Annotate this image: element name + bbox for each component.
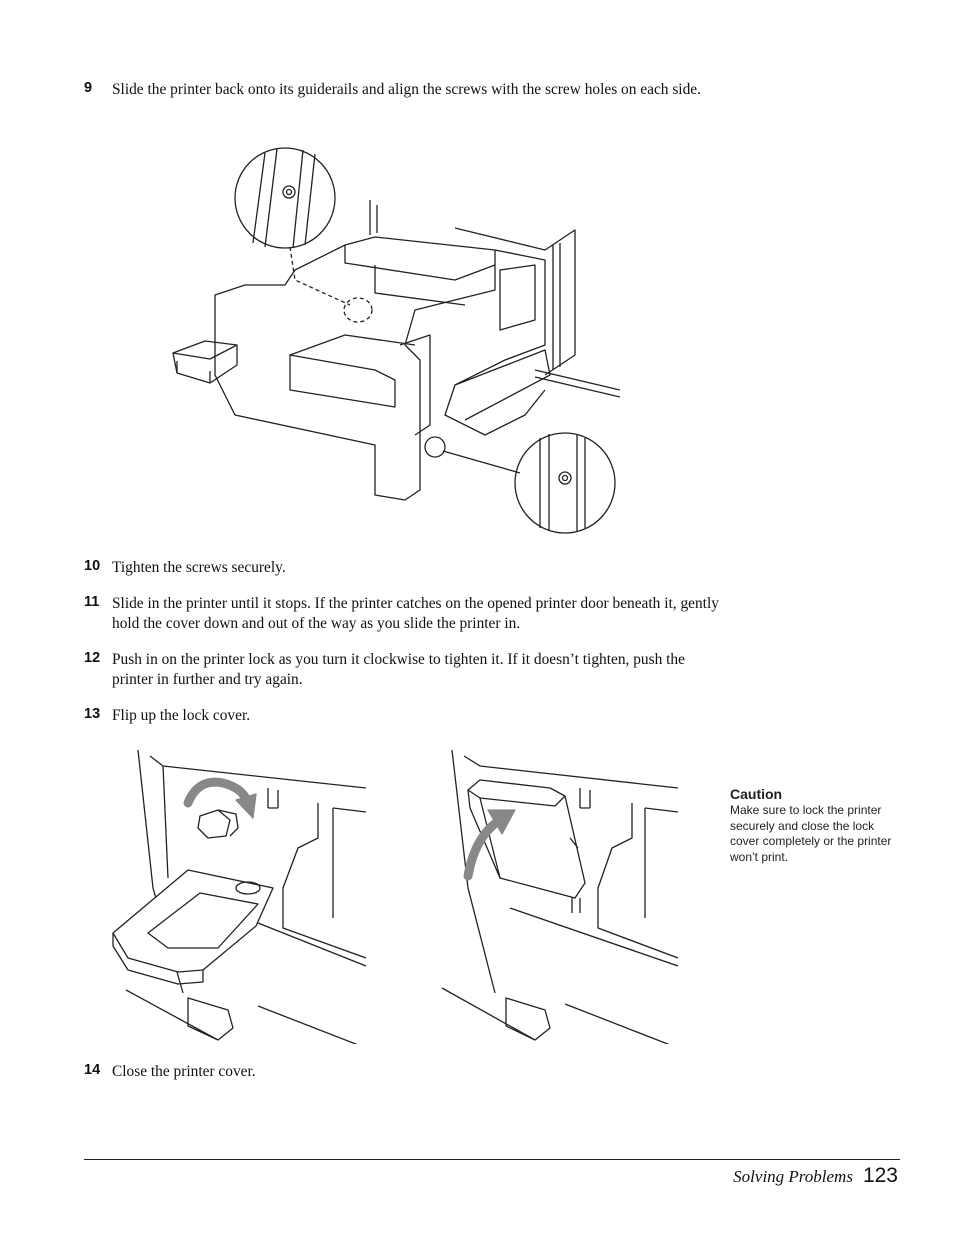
- caution-title: Caution: [730, 786, 783, 802]
- step-10: 10 Tighten the screws securely.: [84, 558, 724, 578]
- step-text: Tighten the screws securely.: [112, 559, 286, 576]
- step-text: Close the printer cover.: [112, 1063, 256, 1080]
- printer-lock-turn-illustration: [108, 748, 366, 1044]
- step-text: Flip up the lock cover.: [112, 707, 251, 724]
- step-number: 13: [84, 706, 101, 722]
- printer-guiderail-illustration: [165, 145, 620, 540]
- footer-rule: [84, 1159, 900, 1160]
- page-footer: Solving Problems 123: [733, 1164, 898, 1188]
- step-number: 12: [84, 650, 101, 666]
- step-number: 14: [84, 1062, 101, 1078]
- screw-detail-circle-top: [234, 147, 336, 249]
- page-number: 123: [862, 1164, 898, 1187]
- step-12: 12 Push in on the printer lock as you tu…: [84, 650, 724, 690]
- step-text: Slide the printer back onto its guiderai…: [112, 81, 701, 98]
- step-13: 13 Flip up the lock cover.: [84, 706, 724, 726]
- step-14: 14 Close the printer cover.: [84, 1062, 724, 1082]
- step-11: 11 Slide in the printer until it stops. …: [84, 594, 724, 634]
- step-text: Push in on the printer lock as you turn …: [112, 651, 685, 688]
- caution-note: Caution Make sure to lock the printer se…: [730, 786, 905, 865]
- lock-cover-flip-illustration: [440, 748, 678, 1044]
- step-9: 9 Slide the printer back onto its guider…: [84, 80, 724, 100]
- footer-section-title: Solving Problems: [733, 1167, 853, 1186]
- screw-detail-circle-bottom: [514, 432, 616, 534]
- caution-body: Make sure to lock the printer securely a…: [730, 803, 892, 864]
- step-number: 11: [84, 594, 100, 610]
- step-text: Slide in the printer until it stops. If …: [112, 595, 719, 632]
- step-number: 10: [84, 558, 101, 574]
- step-number: 9: [84, 80, 93, 96]
